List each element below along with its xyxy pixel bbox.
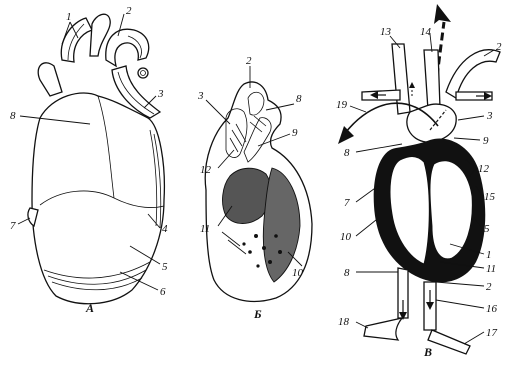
panel-c-label-14: 14 bbox=[420, 26, 432, 38]
panel-c-label-13: 13 bbox=[380, 26, 392, 38]
panel-c-label-11: 11 bbox=[486, 263, 496, 275]
panel-b-label-12: 12 bbox=[200, 164, 212, 176]
panel-c-label-15: 15 bbox=[484, 191, 496, 203]
panel-b-label-9: 9 bbox=[292, 127, 298, 139]
panel-c-label-8-top: 8 bbox=[344, 147, 350, 159]
panel-a-label-2: 2 bbox=[126, 5, 132, 17]
panel-a-label-3: 3 bbox=[157, 88, 164, 100]
panel-c-caption: В bbox=[423, 345, 432, 359]
panel-c-label-2-top: 2 bbox=[496, 41, 502, 53]
panel-c-label-8-bottom: 8 bbox=[344, 267, 350, 279]
panel-b-label-10: 10 bbox=[292, 267, 304, 279]
panel-c-label-16: 16 bbox=[486, 303, 498, 315]
panel-a-label-5: 5 bbox=[162, 261, 168, 273]
panel-b-label-3: 3 bbox=[197, 90, 204, 102]
panel-b-caption: Б bbox=[253, 307, 262, 321]
panel-c-label-18: 18 bbox=[338, 316, 350, 328]
panel-a-label-6: 6 bbox=[160, 286, 166, 298]
panel-b-label-2: 2 bbox=[246, 55, 252, 67]
panel-c-label-3: 3 bbox=[486, 110, 493, 122]
panel-b-label-11: 11 bbox=[200, 223, 210, 235]
panel-c-label-17: 17 bbox=[486, 327, 498, 339]
panel-c-circulation-diagram: 13 14 2 19 3 9 8 12 7 15 5 10 1 11 8 2 1… bbox=[336, 4, 502, 359]
panel-a-caption: А bbox=[85, 301, 94, 315]
panel-a-label-4: 4 bbox=[162, 223, 168, 235]
panel-a-label-8: 8 bbox=[10, 110, 16, 122]
panel-c-label-9: 9 bbox=[483, 135, 489, 147]
panel-b-label-8: 8 bbox=[296, 93, 302, 105]
panel-c-label-2-bottom: 2 bbox=[486, 281, 492, 293]
panel-c-label-1: 1 bbox=[486, 249, 492, 261]
panel-b-heart-section: 2 3 8 9 10 11 12 Б bbox=[197, 55, 312, 321]
panel-c-label-19: 19 bbox=[336, 99, 348, 111]
panel-a-label-7: 7 bbox=[10, 220, 16, 232]
panel-c-label-12: 12 bbox=[478, 163, 490, 175]
panel-c-label-5: 5 bbox=[484, 223, 490, 235]
panel-c-label-7: 7 bbox=[344, 197, 350, 209]
panel-c-label-10: 10 bbox=[340, 231, 352, 243]
panel-a-heart-exterior: 1 2 3 4 5 6 7 8 А bbox=[10, 5, 168, 315]
panel-a-label-1: 1 bbox=[66, 11, 72, 23]
